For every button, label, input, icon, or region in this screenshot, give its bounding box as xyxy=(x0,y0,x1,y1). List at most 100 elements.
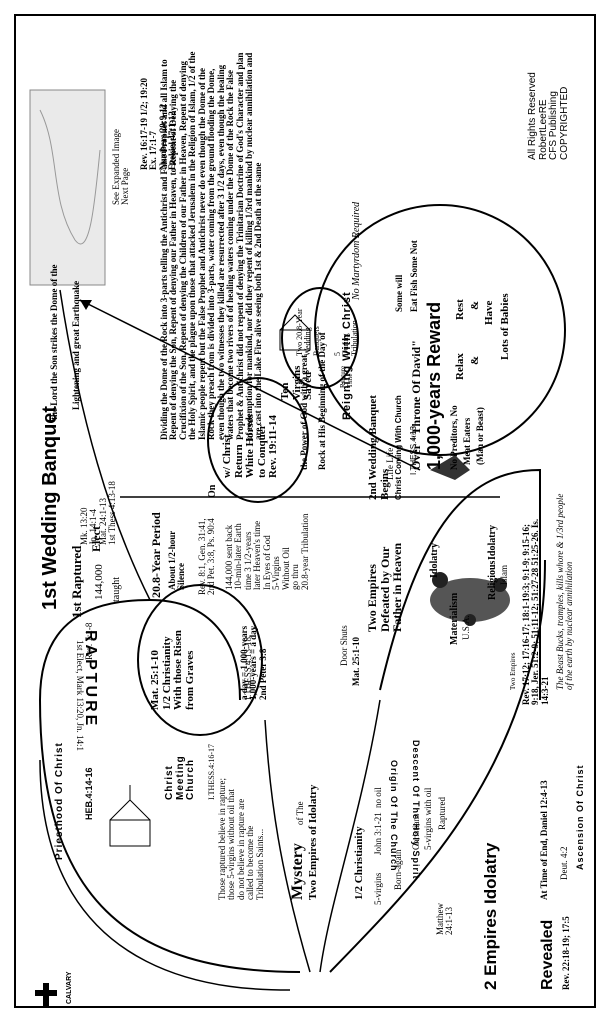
white-horses-on: On xyxy=(207,484,218,498)
period-line: 2nd Pet. 3:8, Ps. 90:4 xyxy=(206,518,217,595)
bird-sketch xyxy=(430,455,470,480)
nuclear-caption: The Beast Bucks, tramples, kills whore &… xyxy=(555,494,575,690)
beast-sketch xyxy=(430,572,510,626)
beast-usa: U.S.A. xyxy=(461,615,471,640)
dome-arrow xyxy=(79,299,421,471)
christ-coming-label: Christ Coming With Church xyxy=(394,395,403,500)
rev-22-ref: Rev. 22:18-19; 17:5 xyxy=(561,916,571,990)
door-shuts: Door Shuts xyxy=(339,625,349,666)
time-of-end: At Time of End, Daniel 12:4-13 xyxy=(539,780,549,900)
deut-ref: Deut. 4:2 xyxy=(559,846,569,881)
reward-meat: Meat Eaters xyxy=(462,417,472,465)
first-raptured-count: 144,000 xyxy=(93,564,105,600)
reward-no-pred: No Preditors, No xyxy=(449,405,459,470)
beast-materialism: Materialism xyxy=(449,592,460,645)
those-raptured: Those raptured believe in rapture; those… xyxy=(217,778,265,900)
church-sketch xyxy=(109,314,311,847)
those-raptured-line: Tribulation Saints... xyxy=(254,828,265,900)
period-heading: 20.8-Year Period xyxy=(149,512,163,598)
martyrdom-label: No Martyrdom Required xyxy=(351,201,362,300)
half-christianity-no-oil: no oil xyxy=(373,787,383,808)
beast-idolatry: Idolatry xyxy=(429,543,440,578)
ten-virgins-rapture: Rapture Time xyxy=(339,366,355,388)
page-border xyxy=(14,14,596,1008)
mystery-heading: Mystery xyxy=(289,843,306,900)
rights-line: CFS Publishing xyxy=(548,91,559,160)
earthquake-caption: the Lord the Son strikes the Dome of the xyxy=(49,264,59,421)
white-horses-circle xyxy=(207,377,309,503)
reward-title: 1,000-years Reward xyxy=(424,301,444,470)
origin-church: Origin Of The Church xyxy=(389,760,399,872)
half-christianity-oil: 5-virgins with oil xyxy=(423,787,433,850)
matthew-line: 24:1-13 xyxy=(444,907,455,935)
dome-image xyxy=(29,89,106,286)
reward-relax: Relax xyxy=(454,353,466,380)
rapture-circle-line: from Graves xyxy=(183,650,196,710)
second-banquet: 2nd Wedding Banquet Begins xyxy=(367,395,391,500)
rapture-circle xyxy=(137,584,263,736)
christ-meeting-line: Church xyxy=(185,759,196,800)
period-refs: Rev. 8:1, Gen. 31:41, 2nd Pet. 3:8, Ps. … xyxy=(197,518,217,595)
bottom-refs: Rev. 17:12; 17:16-17; 18:1-19:3; 9:1-9; … xyxy=(521,519,550,706)
defeated-line: Father in Heaven xyxy=(390,542,405,632)
half-christianity-heading: 1/2 Christianity xyxy=(353,826,365,900)
priesthood-arc xyxy=(38,598,301,973)
first-raptured-heading: 1st Raptured xyxy=(69,545,84,618)
second-banquet-line: Begins xyxy=(378,468,391,500)
reward-rest: Rest xyxy=(454,299,466,320)
empires-cone-inner xyxy=(319,699,381,973)
bottom-ref-line: 14:3-21 xyxy=(539,676,550,706)
reward-amp: & xyxy=(469,355,481,365)
beast-islam: Islam xyxy=(499,565,509,585)
descent-spirit: Descent Of The Holy Spirit xyxy=(411,740,421,880)
ten-virgins-line: Saved xyxy=(302,371,315,400)
white-horses-line: White Horses xyxy=(244,414,257,478)
christ-meeting: Christ Meeting Church xyxy=(164,755,197,800)
half-christianity-raptured: Raptured xyxy=(437,797,447,830)
beast-two-empires: Two Empires xyxy=(509,652,517,690)
two-empires-defeated: Two Empires Defeated by Our Father in He… xyxy=(365,542,405,632)
ascension-label: Ascension Of Christ xyxy=(575,764,585,870)
mystery-of-the: of The xyxy=(295,801,305,825)
second-banquet-line: 2nd Wedding Banquet xyxy=(367,395,379,500)
half-christianity-five: 5-virgins xyxy=(373,872,383,905)
reward-amp: & xyxy=(469,300,481,310)
reward-have: Have xyxy=(483,300,495,325)
ten-virgins-detail-line: Tribulation xyxy=(349,320,359,356)
ten-virgins-label: Ten Virgins Saved xyxy=(279,366,315,400)
half-christianity-john: John 3:1-21 xyxy=(373,812,383,855)
beast-religious: Religious xyxy=(487,560,498,600)
period-line: Silence xyxy=(176,563,187,590)
rapture-circle-text: Mat. 25:1-10 1/2 Christianity With those… xyxy=(149,630,196,710)
reward-man-beast: (Man or Beast) xyxy=(475,407,485,465)
mat-2510-label: Mat. 25:1-10 xyxy=(351,637,361,686)
ten-virgins-circle xyxy=(281,287,359,389)
period-line: 20.8-year Tribulation xyxy=(299,513,310,591)
dome-paragraph: Dividing the Dome of the Rock into 3-par… xyxy=(159,51,264,440)
priesthood-ref: HEB.4:14-16 xyxy=(84,767,94,820)
ten-virgins-detail: Two 20.8-Year Wedding Banquets xyxy=(295,308,321,356)
defeated-arc xyxy=(379,468,541,700)
ten-virgins-detail-line: Time xyxy=(346,373,355,388)
calvary-label: CALVARY xyxy=(66,971,73,1004)
beast-idolatry: Idolatry xyxy=(487,525,498,560)
thess-413-label: I.THESS.4:13 xyxy=(409,426,418,475)
period-silence: About 1/2-hour Silence xyxy=(167,531,187,590)
nuclear-line: of the earth by nuclear annihilation xyxy=(564,561,575,690)
day-years-line: 2nd Peter 3:8 xyxy=(257,648,268,700)
ascension-arc xyxy=(39,759,291,991)
reward-some-will: Some will xyxy=(394,274,404,312)
ten-virgins-line: Ten xyxy=(279,382,291,400)
descent-arc xyxy=(264,719,311,973)
rapture-circle-line: With those Risen xyxy=(172,630,185,710)
period-detail: 144,000 sent back 10-min-later Earth tim… xyxy=(224,513,310,591)
empires-cone xyxy=(329,559,546,973)
rapture-circle-line: Mat. 25:1-10 xyxy=(149,650,161,710)
white-horses-line: Rev. 19:11-14 xyxy=(267,415,280,478)
dome-arrow-head xyxy=(80,300,92,310)
reward-babies: Lots of Babies xyxy=(499,293,511,360)
reward-circle xyxy=(314,204,566,456)
ten-virgins-detail-line: Banquets xyxy=(311,326,321,356)
ten-virgins-detail2: 5 During Tribulation xyxy=(333,320,359,356)
